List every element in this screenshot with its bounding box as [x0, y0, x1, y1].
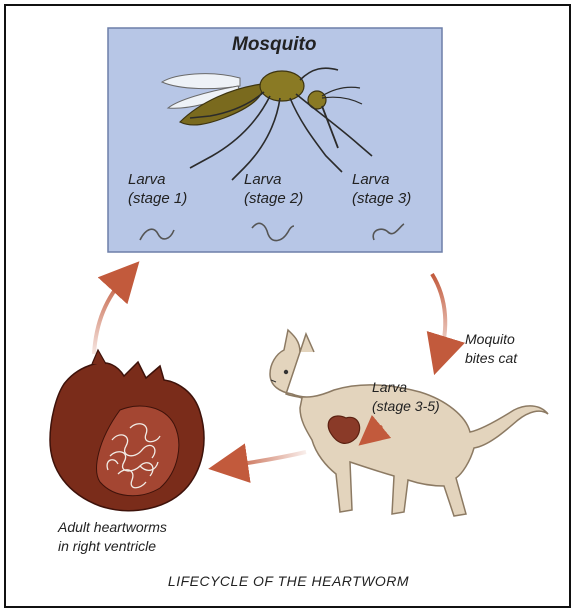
- larva-stage3-label: Larva (stage 3): [352, 170, 462, 208]
- diagram-caption: LIFECYCLE OF THE HEARTWORM: [0, 572, 577, 591]
- cat-larva-label: Larva (stage 3-5): [372, 378, 440, 416]
- larva-stage1-label: Larva (stage 1): [128, 170, 238, 208]
- heart-label: Adult heartworms in right ventricle: [58, 518, 167, 556]
- larva-stage2-label: Larva (stage 2): [244, 170, 354, 208]
- arrow-to-cat: [432, 274, 445, 356]
- mosquito-panel: [108, 28, 442, 252]
- arrow-to-mosquito: [94, 276, 126, 354]
- arrow-to-heart: [228, 452, 306, 466]
- bite-label: Moquito bites cat: [465, 330, 517, 368]
- mosquito-label: Mosquito: [232, 34, 316, 56]
- heart-icon: [50, 350, 204, 511]
